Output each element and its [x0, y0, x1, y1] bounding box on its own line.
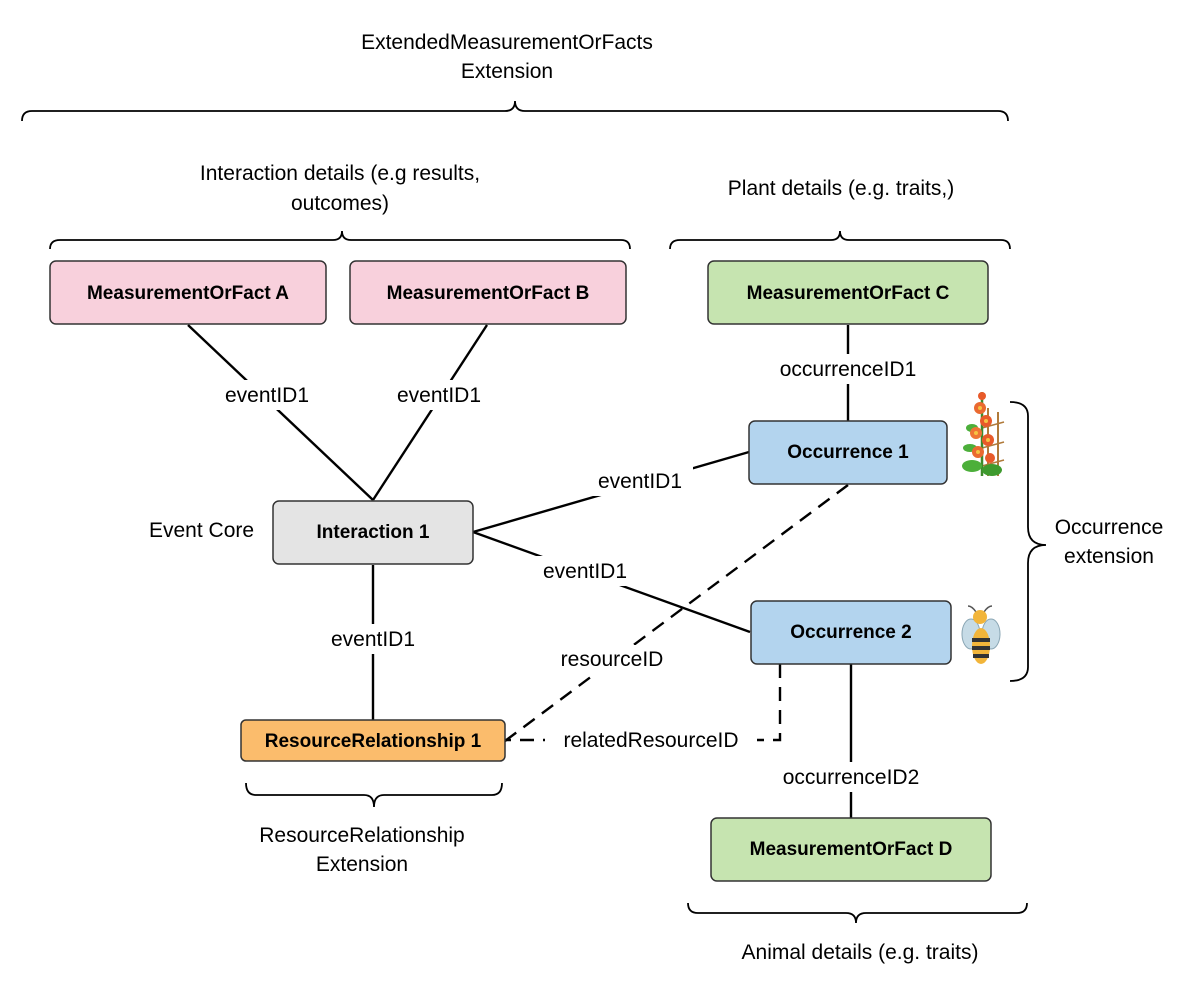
edge-label-mof-b: eventID1: [397, 384, 481, 407]
interaction-details-label-line1: Interaction details (e.g results,: [200, 162, 480, 185]
node-resrel-box: [240, 719, 506, 762]
bee-icon: [961, 605, 1001, 664]
node-occurrence2-label: Occurrence 2: [790, 622, 911, 643]
interaction-details-label-line2: outcomes): [291, 192, 389, 215]
occurrence-extension-label-line2: extension: [1064, 545, 1154, 568]
node-mof-c: MeasurementOrFact C: [707, 260, 989, 325]
emof-extension-title-line2: Extension: [461, 60, 553, 83]
edge-label-bg: [532, 556, 638, 586]
node-mof-a-label: MeasurementOrFact A: [87, 283, 289, 304]
node-occurrence2: Occurrence 2: [750, 600, 952, 665]
edge-label-occurrence1: eventID1: [598, 470, 682, 493]
node-occurrence1: Occurrence 1: [748, 420, 948, 485]
edge-label-bg: [587, 466, 693, 496]
node-resrel: ResourceRelationship 1: [240, 719, 506, 762]
plant-details-brace: [669, 230, 1011, 250]
edge-label-resource-id: resourceID: [561, 648, 664, 671]
resrel-extension-label-line2: Extension: [316, 853, 408, 876]
node-mof-c-label: MeasurementOrFact C: [747, 283, 950, 304]
edge-mof-b-interaction: [371, 324, 489, 501]
node-interaction-box: [272, 500, 474, 565]
animal-details-label: Animal details (e.g. traits): [742, 941, 979, 964]
event-core-label: Event Core: [149, 519, 254, 542]
node-interaction: Interaction 1: [272, 500, 474, 565]
resrel-extension-brace: [245, 782, 503, 808]
edge-label-bg: [764, 354, 932, 384]
edge-label-bg: [386, 380, 492, 410]
node-mof-d-box: [710, 817, 992, 882]
resrel-extension-label-line1: ResourceRelationship: [259, 824, 464, 847]
edge-label-bg: [550, 645, 674, 675]
edge-mof-a-interaction: [187, 324, 374, 501]
node-resrel-label: ResourceRelationship 1: [265, 731, 482, 752]
animal-details-brace: [687, 902, 1028, 924]
plant-details-label: Plant details (e.g. traits,): [728, 177, 954, 200]
edge-label-mof-a: eventID1: [225, 384, 309, 407]
node-mof-a: MeasurementOrFact A: [49, 260, 327, 325]
node-mof-b-box: [349, 260, 627, 325]
edge-label-bg: [320, 624, 426, 654]
occurrence-extension-label-line1: Occurrence: [1055, 516, 1164, 539]
edge-label-resrel: eventID1: [331, 628, 415, 651]
emof-extension-title-line1: ExtendedMeasurementOrFacts: [361, 31, 653, 54]
node-mof-b-label: MeasurementOrFact B: [387, 283, 590, 304]
node-occurrence2-box: [750, 600, 952, 665]
edge-label-occurrence-id1: occurrenceID1: [780, 358, 917, 381]
edge-occurrence1-resrel-dashed: [504, 484, 849, 742]
edge-label-related-resource-id: relatedResourceID: [563, 729, 738, 752]
edge-label-bg: [214, 380, 320, 410]
node-occurrence1-label: Occurrence 1: [787, 442, 909, 463]
edge-label-bg: [767, 762, 935, 792]
node-mof-a-box: [49, 260, 327, 325]
node-mof-d: MeasurementOrFact D: [710, 817, 992, 882]
edge-label-occurrence-id2: occurrenceID2: [783, 766, 920, 789]
flowering-plant-icon: [962, 392, 1005, 476]
edge-label-occurrence2: eventID1: [543, 560, 627, 583]
node-mof-c-box: [707, 260, 989, 325]
emof-extension-brace: [21, 100, 1009, 122]
node-occurrence1-box: [748, 420, 948, 485]
node-mof-d-label: MeasurementOrFact D: [750, 839, 953, 860]
interaction-details-brace: [49, 230, 631, 250]
node-mof-b: MeasurementOrFact B: [349, 260, 627, 325]
edge-label-bg: [545, 725, 757, 755]
occurrence-extension-brace: [1009, 401, 1047, 682]
node-interaction-label: Interaction 1: [317, 522, 430, 543]
